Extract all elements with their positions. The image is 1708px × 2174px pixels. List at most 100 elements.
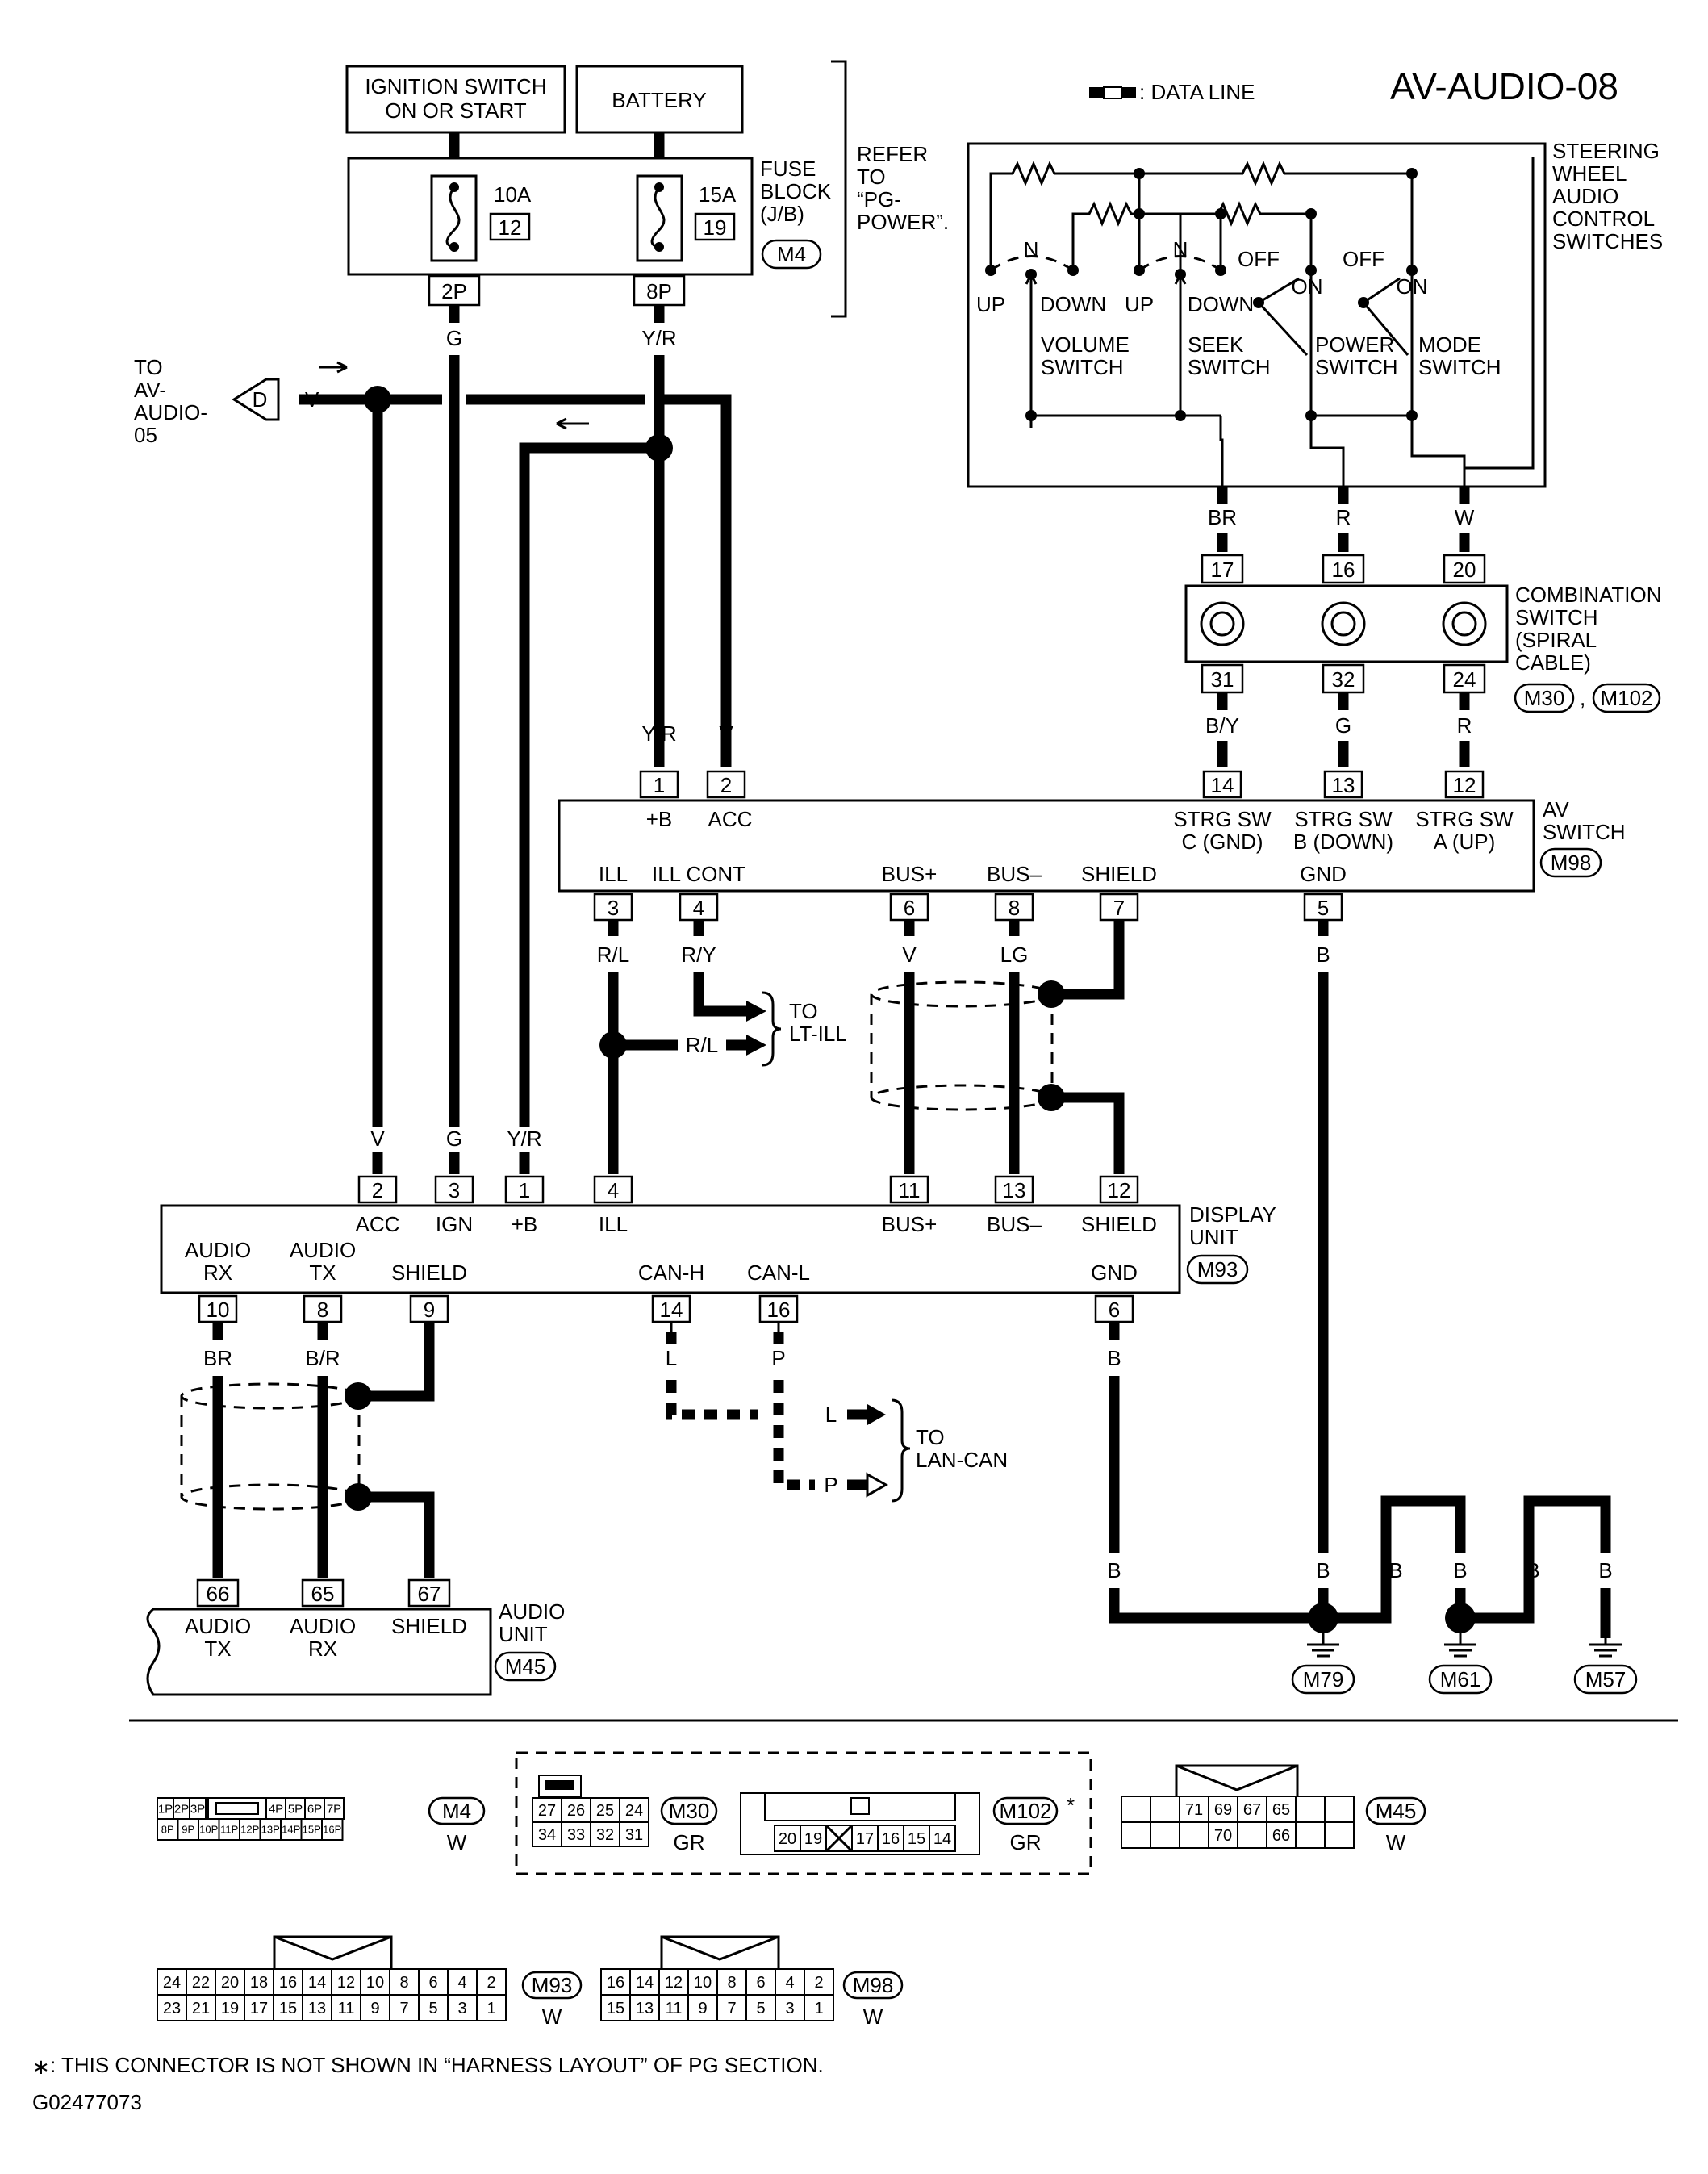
fuse-2-rating: 15A	[699, 182, 737, 207]
wire-v-acc	[659, 394, 732, 767]
audio-label-rx-2: RX	[308, 1637, 337, 1661]
disp-label-plusb: +B	[512, 1212, 538, 1236]
face-m102-name: M102	[999, 1799, 1051, 1823]
face-m4-cell	[177, 1818, 199, 1841]
disp-bottom-pin-16: 16	[767, 1298, 791, 1322]
switch-on-1: ON	[1292, 274, 1323, 299]
combo-title-2: SWITCH	[1515, 605, 1598, 629]
av-label-shield: SHIELD	[1081, 862, 1157, 886]
av-switch-box	[558, 799, 1535, 893]
av-pin4-wire: R/Y	[681, 943, 716, 967]
av-pin8-wire: LG	[1000, 943, 1029, 967]
ignition-switch-label-1: IGNITION SWITCH	[365, 74, 546, 98]
power-switch-2: SWITCH	[1315, 355, 1398, 379]
wire-shield-display	[1051, 1092, 1125, 1174]
av-top-pin-1: 1	[654, 773, 665, 797]
av-label-plusb: +B	[646, 807, 673, 831]
wire-v-label: V	[305, 387, 319, 412]
face-m102-pin-label: 16	[882, 1830, 900, 1848]
av-label-strg-b-2: B (DOWN)	[1293, 830, 1393, 854]
av-pin5-wire: B	[1316, 943, 1330, 967]
fuse-block-box	[347, 157, 754, 276]
face-m30-cell	[561, 1797, 591, 1823]
face-m4-pin-label: 8P	[161, 1824, 174, 1836]
face-m4-cell	[300, 1818, 323, 1841]
av-switch-top-pins	[639, 770, 1485, 799]
footnote-star: ∗	[32, 2055, 50, 2079]
audio-pin-65: 65	[311, 1582, 335, 1606]
ground-wire-b-4: B	[1453, 1558, 1467, 1582]
combo-bottom-pin-3: 24	[1453, 667, 1476, 692]
av-label-strg-b-1: STRG SW	[1294, 807, 1393, 831]
face-m30-pin-label: 25	[596, 1802, 614, 1820]
disp-top-pin-4: 4	[608, 1178, 619, 1202]
arrow-can-p	[866, 1472, 889, 1498]
disp-pin10-wire: BR	[203, 1346, 232, 1370]
junction-v	[364, 386, 391, 413]
can-stub-wires	[847, 1409, 867, 1490]
steering-wires	[1217, 487, 1470, 552]
face-m93-color: W	[542, 2005, 562, 2029]
av-top-pin-13: 13	[1332, 773, 1355, 797]
combo-bottom-pin-1: 31	[1211, 667, 1234, 692]
disp-label-gnd: GND	[1091, 1261, 1138, 1285]
face-m98-cell	[804, 1968, 834, 1996]
face-m93-cell	[331, 1968, 361, 1996]
audio-label-tx-2: TX	[204, 1637, 231, 1661]
face-m98-cell	[804, 1994, 834, 2021]
face-m30-pin-label: 32	[596, 1826, 614, 1844]
face-m98-pin-label: 9	[698, 2000, 707, 2017]
av-top-pin-12: 12	[1453, 773, 1476, 797]
face-m4-color: W	[447, 1830, 467, 1854]
refer-label-1: REFER	[857, 142, 928, 166]
disp-pin2-wire-fg: V	[370, 1127, 385, 1151]
face-m4-pin-label: 14P	[282, 1824, 300, 1836]
av-label-bus-minus: BUS–	[987, 862, 1042, 886]
face-m4-pin-label: 10P	[199, 1824, 218, 1836]
face-m30-pin-label: 24	[625, 1802, 643, 1820]
face-m4-cell	[218, 1818, 240, 1841]
face-m4-cell	[157, 1818, 179, 1841]
face-m102-star: *	[1067, 1793, 1075, 1817]
face-m93-pin-label: 17	[250, 2000, 268, 2017]
av-label-gnd: GND	[1300, 862, 1347, 886]
face-m4-pin-label: 9P	[182, 1824, 194, 1836]
ground-wire-b-2: B	[1316, 1558, 1330, 1582]
audio-pin-67: 67	[418, 1582, 441, 1606]
combo-out-wire-by: B/Y	[1205, 713, 1239, 738]
face-m102-cell	[903, 1825, 930, 1852]
face-m45-pin-label: 69	[1214, 1801, 1232, 1819]
combo-top-pin-1: 17	[1211, 558, 1234, 582]
diagram-code: G02477073	[32, 2090, 142, 2114]
switch-down-2: DOWN	[1188, 292, 1254, 316]
wire-ry-ill-cont	[693, 920, 746, 1017]
av-switch-connector: M98	[1551, 851, 1592, 875]
disp-label-audio-rx-1: AUDIO	[185, 1238, 251, 1262]
display-unit-title-1: DISPLAY	[1189, 1202, 1276, 1227]
face-m98-pin-label: 1	[814, 2000, 823, 2017]
disp-label-can-h: CAN-H	[638, 1261, 704, 1285]
mode-switch-2: SWITCH	[1418, 355, 1501, 379]
face-m98-pin-label: 5	[756, 2000, 765, 2017]
face-m93-cell	[157, 1968, 187, 1996]
face-m102-blank-x	[825, 1824, 854, 1853]
av-switch-title-2: SWITCH	[1543, 820, 1626, 844]
steering-title-1: STEERING	[1552, 139, 1660, 163]
fuse-10a	[430, 174, 478, 262]
face-m98-cell	[775, 1968, 805, 1996]
face-m4-pin-label: 3P	[190, 1802, 205, 1816]
ground-wire-b-3: B	[1389, 1558, 1402, 1582]
combo-out-wire-r: R	[1457, 713, 1472, 738]
av-label-ill: ILL	[599, 862, 628, 886]
switch-network	[985, 157, 1535, 487]
face-m93-pin-label: 3	[457, 2000, 466, 2017]
to-av-audio-4: 05	[134, 423, 157, 447]
face-m93-cell	[244, 1994, 274, 2021]
av-bottom-pin-3: 3	[608, 896, 619, 920]
to-lt-ill-2: LT-ILL	[789, 1022, 847, 1046]
combo-top-pin-3: 20	[1453, 558, 1476, 582]
av-label-strg-a-1: STRG SW	[1415, 807, 1514, 831]
arrow-can-l	[867, 1404, 886, 1425]
av-pin6-wire: V	[902, 943, 917, 967]
face-m93-pin-label: 11	[338, 2000, 355, 2017]
